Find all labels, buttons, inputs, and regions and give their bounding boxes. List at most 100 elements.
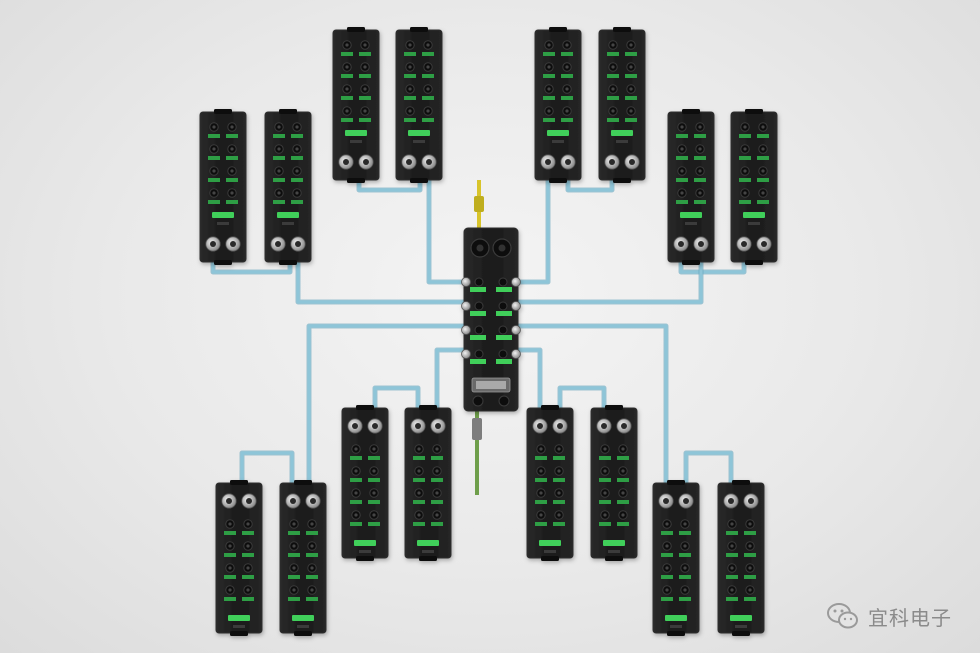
io-module <box>598 27 646 183</box>
m8-socket-pin <box>426 109 430 113</box>
port-label-strip <box>224 575 236 579</box>
m8-socket-pin <box>354 447 358 451</box>
m8-socket-pin <box>730 566 734 570</box>
port-label-strip <box>543 96 555 100</box>
port-label-strip <box>306 553 318 557</box>
module-tab <box>294 631 312 636</box>
m8-socket-pin <box>665 588 669 592</box>
module-badge <box>413 140 425 143</box>
port-label-strip <box>413 500 425 504</box>
port-label-strip <box>617 522 629 526</box>
port-label-strip <box>744 575 756 579</box>
m8-socket-pin <box>565 87 569 91</box>
port-label-strip <box>599 522 611 526</box>
port-label-strip <box>350 456 362 460</box>
port-label-strip <box>535 500 547 504</box>
port-label-strip <box>288 531 300 535</box>
m8-socket-pin <box>665 522 669 526</box>
module-tab <box>214 260 232 265</box>
cable-pair-link-shadow <box>239 450 295 486</box>
m12-connector-pin <box>741 241 747 247</box>
m8-socket-pin <box>230 191 234 195</box>
m8-socket-pin <box>743 191 747 195</box>
channel-led <box>496 287 512 292</box>
cable-hub-link <box>512 348 542 410</box>
m8-socket-pin <box>426 87 430 91</box>
port-label-strip <box>535 522 547 526</box>
port-label-strip <box>561 52 573 56</box>
port-label-strip <box>661 553 673 557</box>
cable-hub-link <box>427 178 468 284</box>
port-label-strip <box>291 156 303 160</box>
cable-pair-link <box>211 260 292 274</box>
channel-led <box>496 335 512 340</box>
status-led-bar <box>292 615 314 621</box>
port-label-strip <box>291 200 303 204</box>
m12-connector-pin <box>275 241 281 247</box>
port-label-strip <box>744 553 756 557</box>
channel-socket <box>498 325 508 335</box>
port-label-strip <box>726 553 738 557</box>
m8-socket-pin <box>212 147 216 151</box>
m8-socket-pin <box>665 566 669 570</box>
m8-socket-pin <box>372 469 376 473</box>
m12-connector-pin <box>426 159 432 165</box>
port-label-strip <box>679 531 691 535</box>
io-module <box>526 405 574 561</box>
m12-connector-pin <box>663 498 669 504</box>
module-badge <box>748 222 760 225</box>
m8-socket-pin <box>435 447 439 451</box>
m8-socket-pin <box>212 191 216 195</box>
m12-connector-pin <box>210 241 216 247</box>
port-label-strip <box>226 178 238 182</box>
cable-hub-link-shadow <box>426 177 469 285</box>
m8-socket-pin <box>310 566 314 570</box>
port-label-strip <box>273 156 285 160</box>
port-label-strip <box>242 597 254 601</box>
port-label-strip <box>431 522 443 526</box>
m8-socket-pin <box>228 544 232 548</box>
port-label-strip <box>607 96 619 100</box>
cable-network <box>210 177 747 486</box>
m8-socket-pin <box>426 65 430 69</box>
m8-socket-pin <box>435 491 439 495</box>
m8-socket-pin <box>230 169 234 173</box>
port-label-strip <box>543 118 555 122</box>
hub-module <box>461 227 521 412</box>
m8-socket-pin <box>539 513 543 517</box>
m8-socket-pin <box>621 469 625 473</box>
m12-connector-pin <box>343 159 349 165</box>
m8-socket-pin <box>295 169 299 173</box>
m8-socket-pin <box>665 544 669 548</box>
m12-connector-pin <box>728 498 734 504</box>
port-label-strip <box>617 500 629 504</box>
status-led-bar <box>665 615 687 621</box>
port-label-strip <box>306 531 318 535</box>
m8-socket-pin <box>539 491 543 495</box>
m12-connector-pin <box>246 498 252 504</box>
port-label-strip <box>561 96 573 100</box>
cable-hub-link-shadow <box>511 177 551 285</box>
port-label-strip <box>226 134 238 138</box>
module-tab <box>605 405 623 410</box>
channel-connector <box>511 277 521 287</box>
module-tab <box>549 178 567 183</box>
port-label-strip <box>661 597 673 601</box>
m8-socket-pin <box>372 491 376 495</box>
port-label-strip <box>553 500 565 504</box>
cable-pair-link <box>357 178 422 192</box>
cable-pair-link-shadow <box>557 385 607 411</box>
channel-socket <box>474 301 484 311</box>
m8-socket-pin <box>683 544 687 548</box>
m8-socket-pin <box>730 588 734 592</box>
status-led-bar <box>417 540 439 546</box>
module-tab <box>541 556 559 561</box>
m12-connector-pin <box>226 498 232 504</box>
cable-pair-link <box>373 386 420 410</box>
m8-socket-pin <box>698 125 702 129</box>
io-module <box>199 109 247 265</box>
m8-socket-pin <box>539 469 543 473</box>
port-label-strip <box>599 478 611 482</box>
m8-socket-pin <box>621 513 625 517</box>
